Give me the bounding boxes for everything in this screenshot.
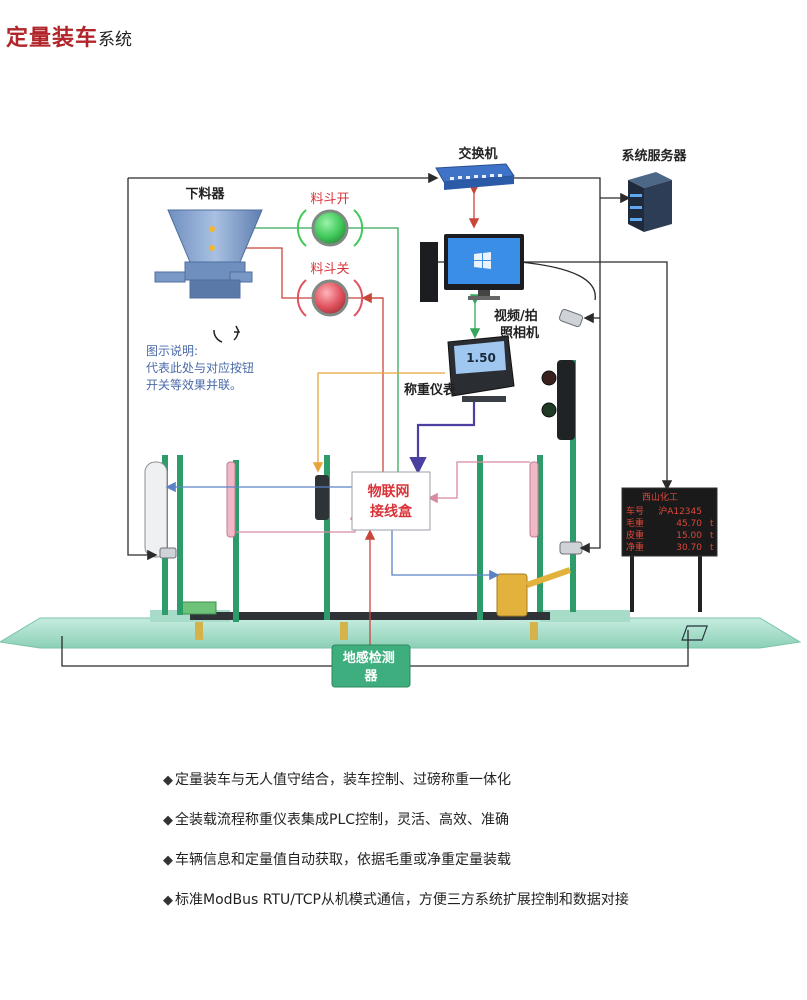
led-display-board [621,487,718,612]
led-row-unit: t [710,519,714,529]
purple-wire [409,400,476,475]
pink-wire-left [236,509,361,533]
iot-junction-box [351,471,431,531]
card-readers [144,461,329,558]
red-control-wire [213,242,384,475]
weighbridge-platform [0,601,802,649]
close-button-label: 料斗关 [310,262,349,277]
diamond-bullet-icon: ◆ [163,853,173,868]
led-row-value: 45.70 [676,519,702,529]
led-header: 西山化工 [642,491,678,503]
feature-item: ◆车辆信息和定量值自动获取，依据毛重或净重定量装载 [163,850,629,890]
led-row-unit: t [710,543,714,553]
pink-wire-right [427,461,530,504]
feature-text: 定量装车与无人值守结合，装车控制、过磅称重一体化 [175,772,511,788]
light-curtains [226,461,539,538]
diamond-bullet-icon: ◆ [163,893,173,908]
open-button-label: 料斗开 [310,192,349,207]
iot-box-label: 物联网 接线盒 [368,483,415,520]
indicator-screen-value: 1.50 [466,351,496,365]
legend-marker-icon [213,325,241,343]
page-title: 定量装车系统 [6,20,132,52]
traffic-light [541,360,575,440]
camera-label-line1: 视频/拍 [494,308,538,324]
camera-devices [159,308,584,559]
legend-line-2: 开关等效果并联。 [146,377,242,392]
diamond-bullet-icon: ◆ [163,773,173,788]
weigh-indicator-device [447,335,515,402]
camera-label: 视频/拍 照相机 [494,308,542,341]
ground-sensor-box [331,644,411,688]
server-device [628,172,672,232]
switch-label: 交换机 [458,146,497,162]
green-control-wire [232,222,399,475]
ground-sensor-wire [61,630,689,667]
hopper-device [154,209,263,299]
led-row-value: 沪A12345 [658,505,702,517]
led-row-value: 30.70 [676,543,702,553]
switch-device [435,163,515,190]
led-row-label: 净重 [626,541,644,553]
server-label: 系统服务器 [621,148,687,164]
computer-device [420,234,524,302]
feature-text: 标准ModBus RTU/TCP从机模式通信，方便三方系统扩展控制和数据对接 [175,892,629,908]
orange-wire [312,372,445,473]
led-row-value: 15.00 [676,531,702,541]
feature-item: ◆全装载流程称重仪表集成PLC控制，灵活、高效、准确 [163,810,629,850]
network-wires [127,172,673,561]
diamond-bullet-icon: ◆ [163,813,173,828]
feature-list: ◆定量装车与无人值守结合，装车控制、过磅称重一体化 ◆全装载流程称重仪表集成PL… [163,770,629,930]
feature-item: ◆标准ModBus RTU/TCP从机模式通信，方便三方系统扩展控制和数据对接 [163,890,629,930]
legend-line-1: 代表此处与对应按钮 [146,360,254,375]
close-button [296,279,364,317]
title-sub: 系统 [98,30,133,50]
led-row-unit: t [710,531,714,541]
camera-label-line2: 照相机 [500,325,539,341]
led-rows: 车号 沪A12345 毛重 45.70 t 皮重 15.00 t 净重 30.70 t [626,505,714,553]
hopper-label: 下料器 [185,186,225,202]
legend-title: 图示说明: [146,343,198,358]
barrier-gate [496,567,571,617]
blue-wire-gate [391,530,500,581]
title-main: 定量装车 [6,26,99,51]
led-row-label: 皮重 [626,529,644,541]
open-button [296,209,364,247]
feature-text: 全装载流程称重仪表集成PLC控制，灵活、高效、准确 [175,812,510,828]
feature-text: 车辆信息和定量值自动获取，依据毛重或净重定量装载 [175,852,511,868]
weigh-indicator-label: 称重仪表 [404,382,457,398]
feature-item: ◆定量装车与无人值守结合，装车控制、过磅称重一体化 [163,770,629,810]
led-row-label: 毛重 [626,517,644,529]
led-row-label: 车号 [626,505,644,517]
ground-sensor-label: 地感检测 器 [343,650,400,684]
